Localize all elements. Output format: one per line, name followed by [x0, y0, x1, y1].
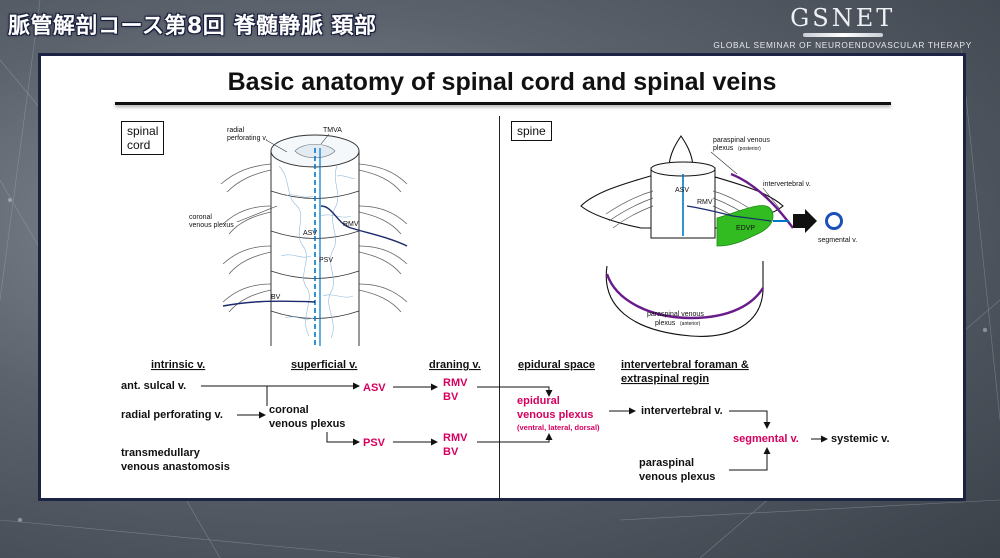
- cord-label-rmv: RMV: [343, 221, 359, 228]
- spine-label-para-ant: paraspinal venous: [647, 311, 704, 318]
- cord-label-bv: BV: [271, 294, 281, 301]
- node-paraspinal-2: venous plexus: [639, 471, 715, 483]
- spine-pointer-lines: [710, 151, 780, 209]
- slide-panel: Basic anatomy of spinal cord and spinal …: [38, 53, 966, 501]
- paraspinal-plexus-anterior: [605, 273, 765, 320]
- anatomy-diagram: radial perforating v. TMVA coronal venou…: [121, 127, 890, 483]
- spine-label-edvp: EDVP: [736, 225, 755, 232]
- logo-text: GSNET: [790, 4, 896, 32]
- col-header-intrinsic: intrinsic v.: [151, 359, 205, 371]
- col-header-draining: draning v.: [429, 359, 481, 371]
- slide-title: Basic anatomy of spinal cord and spinal …: [227, 68, 777, 96]
- node-epidural-3: (ventral, lateral, dorsal): [517, 423, 600, 432]
- cord-pointer-lines: [236, 133, 330, 223]
- arrow-rmv2-epidural: [477, 433, 553, 443]
- nerve-rootlets: [220, 163, 408, 313]
- spinous-process: [668, 135, 694, 169]
- spinal-cord-box-label: spinal cord: [121, 121, 165, 155]
- spine-cord-top: [650, 161, 716, 177]
- cord-label-radial: radial: [227, 127, 245, 134]
- node-bv-1: BV: [443, 391, 459, 403]
- spine-label-para-ant-qual: (anterior): [680, 321, 701, 327]
- node-transmedullary-2: venous anastomosis: [121, 461, 230, 473]
- cord-label-radial-2: perforating v.: [227, 135, 267, 142]
- cord-label-psv: PSV: [319, 257, 333, 264]
- node-bv-2: BV: [443, 446, 459, 458]
- panel-divider: [499, 116, 500, 501]
- box-label-line: spinal: [127, 124, 159, 138]
- vertebral-body: [605, 261, 764, 337]
- node-coronal-2: venous plexus: [269, 418, 345, 430]
- spinal-cord-illustration: radial perforating v. TMVA coronal venou…: [189, 127, 408, 346]
- node-epidural: epidural: [517, 395, 560, 407]
- node-epidural-2: venous plexus: [517, 409, 593, 421]
- rmv-vessel: [320, 205, 408, 247]
- drainage-arrow-icon: [793, 209, 817, 233]
- cord-label-coronal-2: venous plexus: [189, 222, 234, 229]
- bv-vessel: [222, 300, 316, 307]
- spine-label-asv: ASV: [675, 187, 689, 194]
- flow-arrows: [201, 382, 828, 471]
- arrow-paraspinal-segmental: [729, 447, 771, 471]
- logo-bar-icon: [802, 33, 883, 37]
- node-intervertebral: intervertebral v.: [641, 405, 723, 417]
- node-transmedullary: transmedullary: [121, 447, 201, 459]
- node-systemic: systemic v.: [831, 433, 890, 445]
- cord-outline: [270, 151, 360, 346]
- spine-label-para-ant-2: plexus: [655, 320, 676, 327]
- arrow-rmv-epidural: [477, 386, 553, 397]
- lecture-title: 脈管解剖コース第8回 脊髄静脈 頚部: [8, 14, 377, 39]
- coronal-plexus-mesh: [278, 165, 356, 339]
- spine-label-para-post-qual: (posterior): [738, 146, 761, 152]
- spine-label-intervertebral: intervertebral v.: [763, 181, 811, 188]
- logo-subtitle: GLOBAL SEMINAR OF NEUROENDOVASCULAR THER…: [713, 40, 972, 50]
- node-asv: ASV: [363, 382, 386, 394]
- title-underline: [115, 102, 891, 105]
- col-header-epidural: epidural space: [518, 359, 595, 371]
- venous-flow-chart: intrinsic v. superficial v. draning v. e…: [121, 359, 890, 483]
- spine-label-rmv: RMV: [697, 199, 713, 206]
- cord-label-tmva: TMVA: [323, 127, 342, 134]
- node-ant-sulcal: ant. sulcal v.: [121, 380, 186, 392]
- node-radial-perforating: radial perforating v.: [121, 409, 223, 421]
- arrow-intervertebral-segmental: [729, 410, 771, 429]
- spine-illustration: paraspinal venous plexus (posterior) int…: [580, 135, 857, 337]
- node-segmental: segmental v.: [733, 433, 799, 445]
- gsnet-logo: GSNET GLOBAL SEMINAR OF NEUROENDOVASCULA…: [713, 4, 972, 50]
- col-header-foramen: intervertebral foraman &: [621, 359, 749, 371]
- cord-label-asv: ASV: [303, 230, 317, 237]
- node-rmv-2: RMV: [443, 432, 468, 444]
- node-rmv-1: RMV: [443, 377, 468, 389]
- col-header-superficial: superficial v.: [291, 359, 357, 371]
- node-paraspinal: paraspinal: [639, 457, 694, 469]
- col-header-foramen-2: extraspinal regin: [621, 373, 709, 385]
- arrow-coronal-psv: [326, 432, 360, 446]
- segmental-vein-ring-icon: [825, 212, 843, 230]
- node-psv: PSV: [363, 437, 386, 449]
- cord-label-coronal: coronal: [189, 214, 212, 221]
- node-coronal: coronal: [269, 404, 309, 416]
- spine-box-label: spine: [511, 121, 552, 141]
- spine-rmv-vessel: [686, 205, 772, 222]
- spine-label-segmental: segmental v.: [818, 237, 857, 244]
- box-label-line: cord: [127, 138, 151, 152]
- spine-label-para-post: paraspinal venous: [713, 137, 770, 144]
- spine-label-para-post-2: plexus: [713, 145, 734, 152]
